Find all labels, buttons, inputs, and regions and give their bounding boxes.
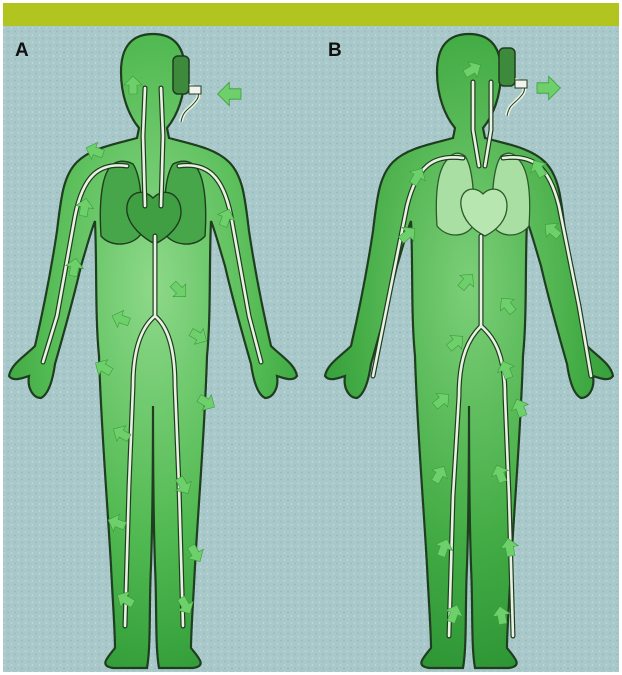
panel-label-b: B (328, 40, 342, 62)
illustration-svg (3, 26, 619, 672)
illustration-canvas: A B (3, 26, 619, 672)
speckled-background (3, 26, 619, 672)
panel-label-a: A (15, 40, 29, 62)
top-accent-bar (3, 3, 619, 26)
